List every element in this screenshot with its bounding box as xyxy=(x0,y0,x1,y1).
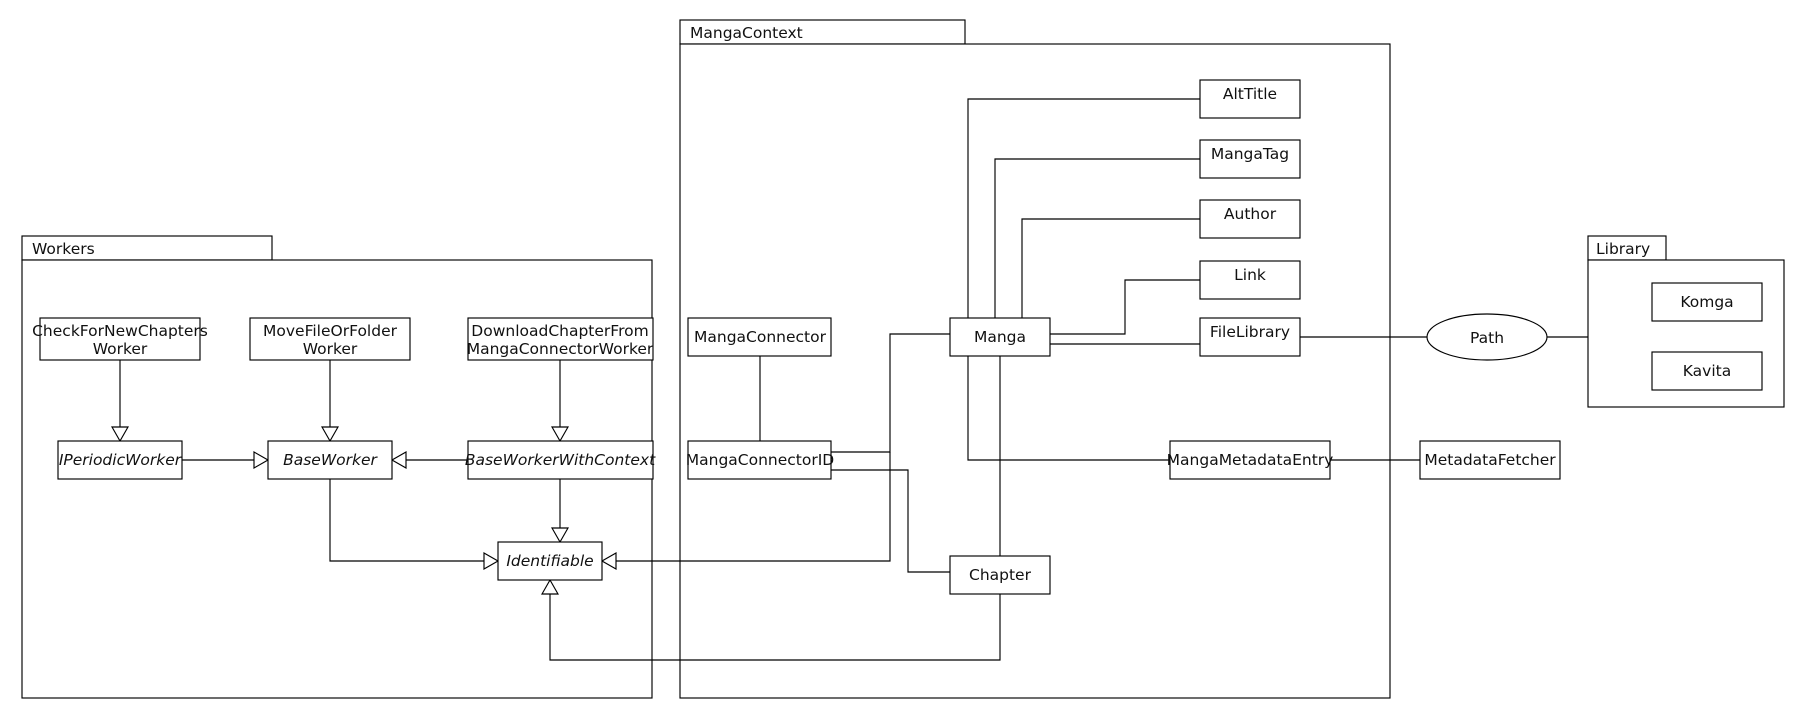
class-label-line2: MangaConnectorWorker xyxy=(467,340,654,358)
class-label: MangaTag xyxy=(1211,145,1289,163)
arrowhead-iperiodicworker-down xyxy=(111,426,129,443)
package-library-label: Library xyxy=(1596,240,1650,258)
edge-manga-to-alttitle xyxy=(967,98,1200,318)
arrowhead-identifiable-top xyxy=(551,527,569,544)
arrowhead-identifiable-right xyxy=(600,552,617,570)
path-ellipse xyxy=(1426,313,1548,361)
class-box xyxy=(467,317,654,361)
arrowhead-baseworkerwithcontext-down xyxy=(551,426,569,443)
class-filelibrary[interactable]: FileLibrary xyxy=(1199,317,1301,357)
class-label: Manga xyxy=(974,328,1026,346)
package-workers-tab xyxy=(21,235,273,261)
class-box xyxy=(57,440,183,480)
edge-chapter-to-identifiable xyxy=(549,591,1001,661)
class-downloadchapterfrommangaconnectorworker[interactable]: DownloadChapterFrom MangaConnectorWorker xyxy=(467,317,654,361)
class-mangaconnectorid[interactable]: MangaConnectorID xyxy=(686,440,835,480)
package-mangacontext-label: MangaContext xyxy=(690,24,803,42)
class-label-line2: Worker xyxy=(303,340,358,358)
package-workers-label: Workers xyxy=(32,240,95,258)
class-box xyxy=(1169,440,1331,480)
class-label: BaseWorkerWithContext xyxy=(465,451,656,469)
class-box xyxy=(1199,139,1301,179)
class-label-line1: DownloadChapterFrom xyxy=(471,322,648,340)
edges-layer xyxy=(119,98,1588,661)
class-manga[interactable]: Manga xyxy=(949,317,1051,357)
class-link[interactable]: Link xyxy=(1199,260,1301,300)
class-label: Komga xyxy=(1680,293,1733,311)
class-movefileorfolderworker[interactable]: MoveFileOrFolder Worker xyxy=(249,317,411,361)
class-metadatafetcher[interactable]: MetadataFetcher xyxy=(1419,440,1561,480)
arrowhead-baseworker-left-side xyxy=(253,451,270,469)
class-box xyxy=(467,440,654,480)
package-mangacontext-tab xyxy=(679,19,966,45)
class-identifiable[interactable]: Identifiable xyxy=(497,541,603,581)
class-box xyxy=(1199,79,1301,119)
arrowhead-identifiable-bottom xyxy=(541,578,559,595)
class-alttitle[interactable]: AltTitle xyxy=(1199,79,1301,119)
class-label-line2: Worker xyxy=(93,340,148,358)
class-box xyxy=(1199,317,1301,357)
class-label: Chapter xyxy=(969,566,1032,584)
class-label: Identifiable xyxy=(506,552,593,570)
node-path[interactable]: Path xyxy=(1426,313,1548,361)
package-mangacontext[interactable]: MangaContext xyxy=(679,19,1391,699)
class-box xyxy=(1419,440,1561,480)
class-box xyxy=(497,541,603,581)
class-checkfornewchaptersworker[interactable]: CheckForNewChapters Worker xyxy=(32,317,208,361)
class-label: Kavita xyxy=(1683,362,1731,380)
edge-manga-to-mangametadataentry xyxy=(967,356,1170,461)
class-author[interactable]: Author xyxy=(1199,199,1301,239)
class-box xyxy=(1651,282,1763,322)
class-baseworker[interactable]: BaseWorker xyxy=(267,440,393,480)
class-label: BaseWorker xyxy=(283,451,378,469)
path-label: Path xyxy=(1470,329,1504,347)
class-label: Author xyxy=(1224,205,1277,223)
class-box xyxy=(1199,199,1301,239)
class-label: MangaConnector xyxy=(694,328,827,346)
class-mangametadataentry[interactable]: MangaMetadataEntry xyxy=(1167,440,1334,480)
class-label: AltTitle xyxy=(1223,85,1277,103)
edge-baseworker-to-identifiable xyxy=(329,479,487,562)
edge-mangaconnectorid-to-manga xyxy=(831,333,950,453)
class-label: FileLibrary xyxy=(1210,323,1290,341)
class-box xyxy=(949,317,1051,357)
arrowhead-identifiable-left xyxy=(483,552,500,570)
class-mangaconnector[interactable]: MangaConnector xyxy=(687,317,832,357)
class-komga[interactable]: Komga xyxy=(1651,282,1763,322)
class-iperiodicworker[interactable]: IPeriodicWorker xyxy=(57,440,183,480)
arrowheads-layer xyxy=(111,426,617,595)
class-box xyxy=(949,555,1051,595)
class-box xyxy=(687,317,832,357)
class-mangatag[interactable]: MangaTag xyxy=(1199,139,1301,179)
class-label: MetadataFetcher xyxy=(1424,451,1556,469)
edge-mangaconnectorid-to-identifiable xyxy=(613,452,891,562)
arrowhead-baseworker-right-side xyxy=(390,451,407,469)
class-label: IPeriodicWorker xyxy=(59,451,183,469)
class-box xyxy=(249,317,411,361)
class-label-line1: MoveFileOrFolder xyxy=(263,322,398,340)
class-label: MangaMetadataEntry xyxy=(1167,451,1334,469)
edge-mangaconnectorid-to-chapter xyxy=(831,469,950,573)
class-label-line1: CheckForNewChapters xyxy=(32,322,208,340)
class-box xyxy=(1651,351,1763,391)
class-box xyxy=(267,440,393,480)
edge-manga-to-link xyxy=(1050,279,1200,335)
class-baseworkerwithcontext[interactable]: BaseWorkerWithContext xyxy=(465,440,656,480)
class-label: Link xyxy=(1234,266,1266,284)
class-box xyxy=(687,440,832,480)
class-box xyxy=(1199,260,1301,300)
arrowhead-baseworker-down xyxy=(321,426,339,443)
edge-manga-to-author xyxy=(1021,218,1200,318)
edge-manga-to-mangatag xyxy=(994,158,1200,318)
class-box xyxy=(39,317,201,361)
class-label: MangaConnectorID xyxy=(686,451,835,469)
class-kavita[interactable]: Kavita xyxy=(1651,351,1763,391)
class-chapter[interactable]: Chapter xyxy=(949,555,1051,595)
